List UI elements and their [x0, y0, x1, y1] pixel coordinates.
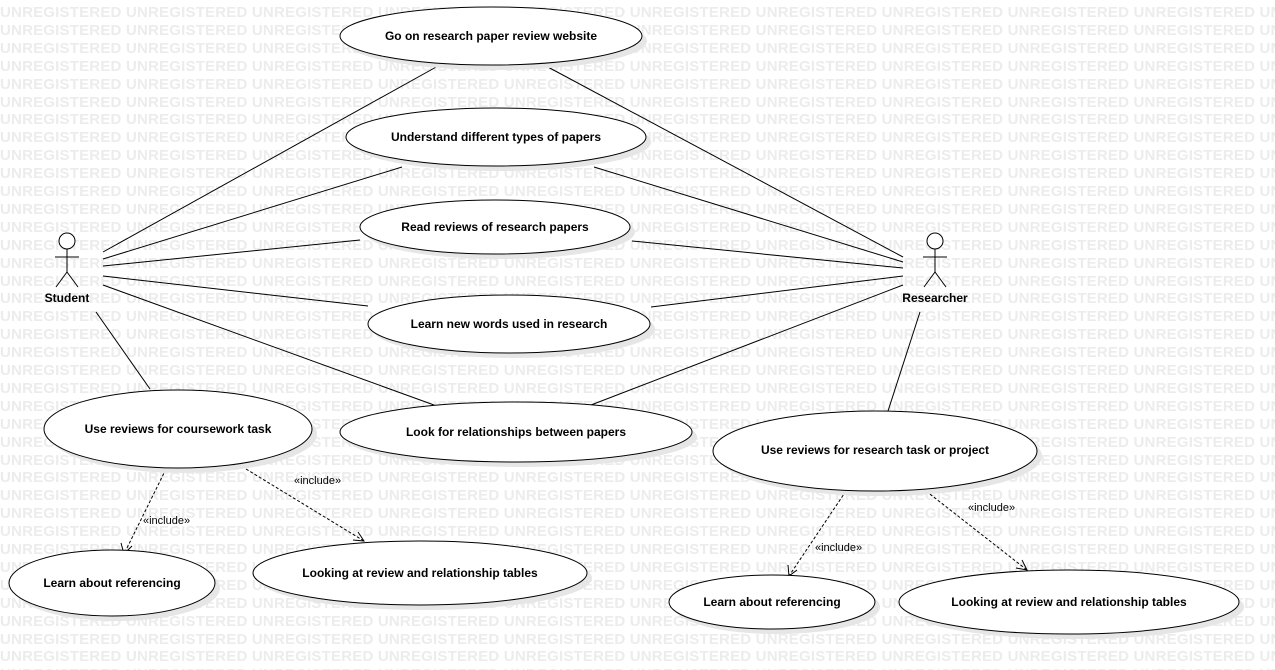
use-case-student-referencing-label: Learn about referencing	[43, 576, 180, 590]
use-case-researcher-tables-label: Looking at review and relationship table…	[951, 595, 1187, 609]
actor-researcher-right-leg	[934, 271, 947, 288]
actor-researcher-label: Researcher	[902, 291, 968, 305]
actor-researcher[interactable]: Researcher	[902, 232, 968, 305]
assoc-researcher-research-task	[887, 311, 921, 412]
use-case-read-reviews[interactable]: Read reviews of research papers	[359, 199, 635, 259]
arrowhead-student-tables	[352, 531, 365, 542]
use-case-student-coursework[interactable]: Use reviews for coursework task	[43, 389, 317, 473]
use-case-researcher-referencing-label: Learn about referencing	[703, 595, 840, 609]
use-case-understand-types-label: Understand different types of papers	[391, 130, 601, 144]
assoc-student-go-website	[102, 65, 439, 253]
use-case-researcher-task[interactable]: Use reviews for research task or project	[712, 410, 1042, 496]
use-case-researcher-referencing[interactable]: Learn about referencing	[668, 574, 880, 634]
assoc-student-understand-types	[102, 166, 403, 260]
assoc-student-read-reviews	[102, 239, 361, 267]
arrowhead-researcher-tables	[1015, 559, 1028, 571]
use-case-go-website[interactable]: Go on research paper review website	[339, 6, 647, 70]
assoc-student-look-relationships	[102, 284, 435, 406]
use-case-look-relationships-label: Look for relationships between papers	[406, 425, 626, 439]
student-associations	[95, 65, 439, 406]
use-case-researcher-tables[interactable]: Looking at review and relationship table…	[898, 569, 1244, 639]
include-label-researcher-tables: «include»	[968, 502, 1015, 514]
use-case-student-referencing[interactable]: Learn about referencing	[8, 549, 220, 621]
include-label-student-referencing: «include»	[143, 515, 190, 527]
assoc-researcher-read-reviews	[631, 240, 904, 269]
use-case-student-tables-label: Looking at review and relationship table…	[302, 566, 538, 580]
use-case-read-reviews-label: Read reviews of research papers	[401, 220, 589, 234]
use-case-researcher-task-label: Use reviews for research task or project	[761, 443, 989, 457]
researcher-associations	[545, 65, 921, 412]
include-label-researcher-referencing: «include»	[815, 542, 862, 554]
include-arrow-researcher-referencing	[788, 490, 847, 577]
assoc-researcher-go-website	[545, 65, 904, 258]
actor-student-left-leg	[55, 271, 68, 288]
assoc-researcher-learn-words	[650, 275, 904, 308]
use-case-student-coursework-label: Use reviews for coursework task	[85, 422, 272, 436]
use-case-student-tables[interactable]: Looking at review and relationship table…	[252, 540, 592, 610]
assoc-researcher-understand-types	[593, 166, 904, 263]
assoc-researcher-look-relationships	[590, 284, 904, 406]
actor-researcher-left-leg	[923, 271, 936, 288]
assoc-student-coursework	[95, 311, 151, 390]
actor-student-label: Student	[45, 291, 90, 305]
use-case-learn-words[interactable]: Learn new words used in research	[367, 294, 655, 358]
use-case-go-website-label: Go on research paper review website	[385, 29, 597, 43]
actor-student[interactable]: Student	[45, 232, 90, 305]
include-arrow-student-referencing	[123, 468, 167, 555]
use-case-understand-types[interactable]: Understand different types of papers	[345, 107, 651, 171]
use-case-learn-words-label: Learn new words used in research	[411, 317, 608, 331]
assoc-student-learn-words	[102, 275, 369, 307]
actor-student-head	[58, 232, 76, 250]
include-label-student-tables: «include»	[294, 475, 341, 487]
include-arrow-student-tables	[245, 468, 365, 542]
use-case-look-relationships[interactable]: Look for relationships between papers	[339, 401, 697, 467]
actor-student-right-leg	[66, 271, 79, 288]
actor-researcher-head	[926, 232, 944, 250]
include-relationships: «include» «include» «include» «include»	[120, 468, 1028, 577]
include-arrow-researcher-tables	[925, 490, 1028, 571]
